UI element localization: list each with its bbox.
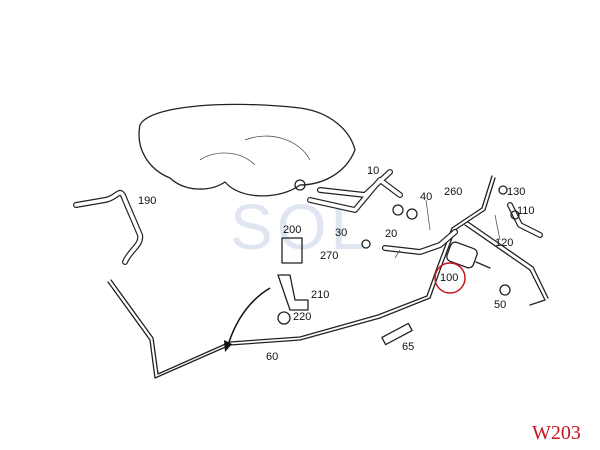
arrow	[227, 287, 271, 346]
callout-210[interactable]: 210	[311, 289, 330, 301]
callout-110[interactable]: 110	[517, 205, 535, 217]
part-200	[281, 237, 303, 264]
callout-270[interactable]: 270	[320, 250, 339, 262]
callout-120[interactable]: 120	[495, 237, 514, 249]
part-65	[381, 322, 413, 346]
fuel-filter-100	[446, 241, 491, 269]
watermark: SOL	[230, 191, 371, 263]
highlight-circle-100	[434, 262, 466, 294]
callout-130[interactable]: 130	[507, 186, 526, 198]
part-210	[277, 274, 309, 311]
fuel-tank	[138, 103, 356, 197]
callout-30[interactable]: 30	[335, 227, 348, 239]
callout-50[interactable]: 50	[494, 299, 507, 311]
callout-260[interactable]: 260	[444, 186, 463, 198]
callout-20[interactable]: 20	[385, 228, 398, 240]
callout-220[interactable]: 220	[293, 311, 312, 323]
model-code: W203	[532, 422, 581, 444]
callout-40[interactable]: 40	[420, 191, 433, 203]
callout-60[interactable]: 60	[266, 351, 279, 363]
callout-65[interactable]: 65	[402, 341, 415, 353]
callout-190[interactable]: 190	[138, 195, 157, 207]
part-220	[277, 311, 291, 325]
callout-100[interactable]: 100	[440, 272, 459, 284]
callout-200[interactable]: 200	[283, 224, 302, 236]
fuel-line-60	[107, 175, 496, 379]
callout-10[interactable]: 10	[367, 165, 380, 177]
